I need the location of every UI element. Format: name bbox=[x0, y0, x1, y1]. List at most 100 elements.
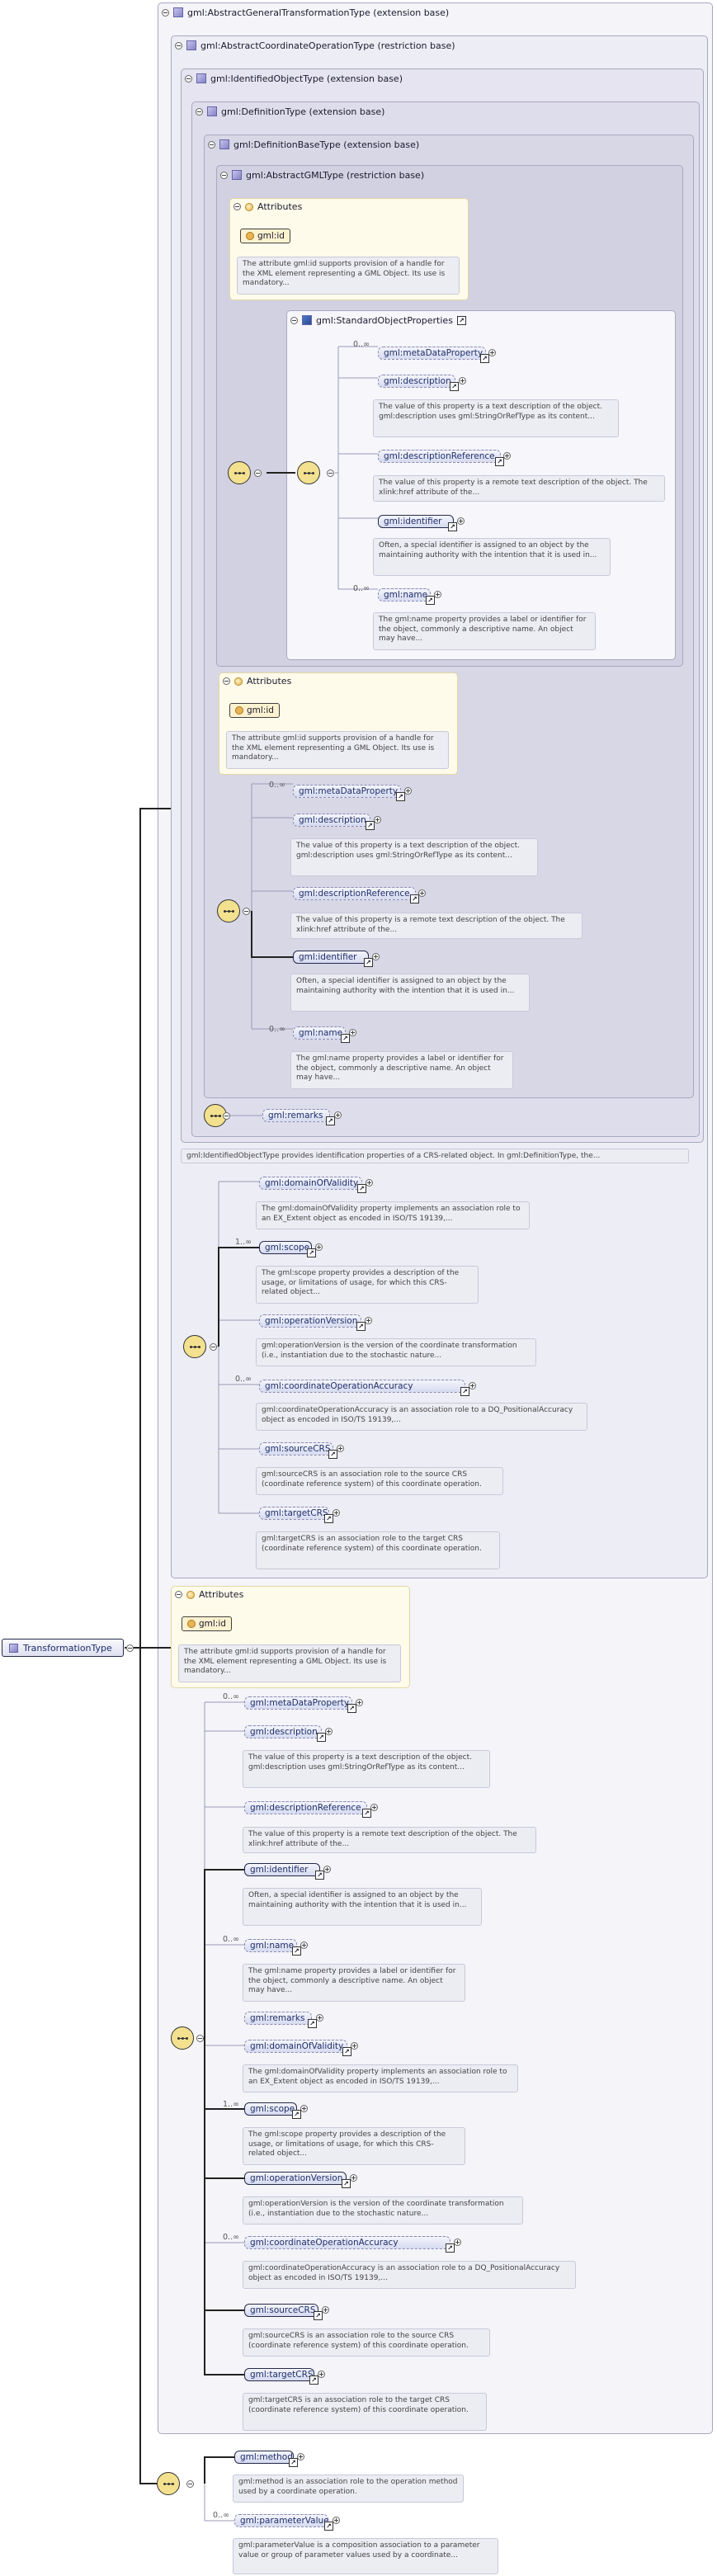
element-identifier[interactable]: gml:identifier bbox=[244, 1863, 320, 1876]
element-name[interactable]: gml:name bbox=[244, 1939, 297, 1952]
collapse-toggle-icon[interactable] bbox=[175, 1591, 182, 1598]
element-name[interactable]: gml:name bbox=[378, 588, 431, 602]
element-identifier[interactable]: gml:identifier bbox=[293, 951, 369, 964]
link-arrow-icon[interactable]: ↗ bbox=[450, 382, 459, 391]
expand-toggle-icon[interactable] bbox=[337, 1445, 344, 1452]
link-arrow-icon[interactable]: ↗ bbox=[342, 2047, 351, 2056]
expand-toggle-icon[interactable] bbox=[316, 2014, 323, 2022]
link-arrow-icon[interactable]: ↗ bbox=[328, 1450, 337, 1459]
element-domainOfValidity[interactable]: gml:domainOfValidity bbox=[244, 2040, 347, 2053]
link-arrow-icon[interactable]: ↗ bbox=[308, 2019, 317, 2028]
expand-toggle-icon[interactable] bbox=[503, 452, 511, 460]
link-arrow-icon[interactable]: ↗ bbox=[448, 522, 457, 531]
attributes-header[interactable]: Attributes bbox=[175, 1589, 243, 1600]
element-coordinateOperationAccuracy[interactable]: gml:coordinateOperationAccuracy bbox=[259, 1380, 465, 1393]
expand-toggle-icon[interactable] bbox=[300, 1941, 308, 1949]
link-arrow-icon[interactable]: ↗ bbox=[460, 1387, 469, 1396]
expand-toggle-icon[interactable] bbox=[356, 1699, 363, 1706]
expand-toggle-icon[interactable] bbox=[459, 377, 466, 385]
expand-toggle-icon[interactable] bbox=[323, 1866, 331, 1873]
sequence-icon[interactable] bbox=[228, 461, 251, 484]
attribute-gml-id[interactable]: gml:id bbox=[229, 703, 280, 718]
link-arrow-icon[interactable]: ↗ bbox=[426, 596, 435, 605]
collapse-toggle-icon[interactable] bbox=[290, 316, 298, 324]
box-header[interactable]: gml:IdentifiedObjectType (extension base… bbox=[185, 72, 403, 85]
element-metaDataProperty[interactable]: gml:metaDataProperty bbox=[293, 785, 401, 798]
element-description[interactable]: gml:description bbox=[244, 1725, 322, 1739]
expand-toggle-icon[interactable] bbox=[300, 2105, 308, 2112]
box-header[interactable]: gml:AbstractGeneralTransformationType (e… bbox=[162, 6, 449, 19]
expand-toggle-icon[interactable] bbox=[315, 1243, 323, 1251]
sequence-icon[interactable] bbox=[171, 2026, 194, 2050]
expand-toggle-icon[interactable] bbox=[404, 787, 412, 795]
expand-toggle-icon[interactable] bbox=[366, 1179, 373, 1187]
box-header[interactable]: gml:DefinitionType (extension base) bbox=[196, 105, 384, 118]
sequence-icon[interactable] bbox=[297, 461, 320, 484]
box-header[interactable]: gml:DefinitionBaseType (extension base) bbox=[208, 138, 419, 151]
collapse-toggle-icon[interactable] bbox=[233, 203, 241, 210]
link-arrow-icon[interactable]: ↗ bbox=[315, 1871, 324, 1880]
element-identifier[interactable]: gml:identifier bbox=[378, 515, 454, 528]
sequence-icon[interactable] bbox=[217, 899, 240, 922]
collapse-toggle-icon[interactable] bbox=[243, 908, 250, 915]
collapse-toggle-icon[interactable] bbox=[210, 1343, 217, 1351]
collapse-toggle-icon[interactable] bbox=[327, 469, 334, 477]
expand-toggle-icon[interactable] bbox=[488, 349, 496, 356]
expand-toggle-icon[interactable] bbox=[333, 1509, 340, 1517]
link-arrow-icon[interactable]: ↗ bbox=[396, 792, 405, 801]
link-arrow-icon[interactable]: ↗ bbox=[456, 315, 466, 325]
element-sourceCRS[interactable]: gml:sourceCRS bbox=[244, 2304, 318, 2317]
element-coordinateOperationAccuracy[interactable]: gml:coordinateOperationAccuracy bbox=[244, 2236, 450, 2249]
expand-toggle-icon[interactable] bbox=[370, 1804, 378, 1811]
collapse-toggle-icon[interactable] bbox=[126, 1644, 134, 1652]
collapse-toggle-icon[interactable] bbox=[185, 74, 192, 83]
expand-toggle-icon[interactable] bbox=[350, 2174, 357, 2182]
expand-toggle-icon[interactable] bbox=[418, 889, 426, 897]
expand-toggle-icon[interactable] bbox=[434, 591, 441, 598]
collapse-toggle-icon[interactable] bbox=[186, 2480, 194, 2488]
sequence-icon[interactable] bbox=[183, 1335, 206, 1358]
link-arrow-icon[interactable]: ↗ bbox=[356, 1322, 366, 1331]
box-header[interactable]: gml:AbstractCoordinateOperationType (res… bbox=[175, 39, 455, 52]
expand-toggle-icon[interactable] bbox=[318, 2371, 325, 2378]
box-header[interactable]: gml:StandardObjectProperties↗ bbox=[290, 314, 466, 327]
attributes-header[interactable]: Attributes bbox=[233, 201, 302, 212]
link-arrow-icon[interactable]: ↗ bbox=[362, 1809, 371, 1818]
link-arrow-icon[interactable]: ↗ bbox=[341, 1034, 350, 1043]
link-arrow-icon[interactable]: ↗ bbox=[317, 1733, 326, 1742]
expand-toggle-icon[interactable] bbox=[372, 953, 380, 960]
root-element-transformation-type[interactable]: TransformationType bbox=[2, 1639, 124, 1657]
link-arrow-icon[interactable]: ↗ bbox=[292, 2110, 301, 2119]
element-description[interactable]: gml:description bbox=[378, 375, 455, 388]
element-name[interactable]: gml:name bbox=[293, 1026, 346, 1040]
link-arrow-icon[interactable]: ↗ bbox=[446, 2243, 455, 2253]
element-descriptionReference[interactable]: gml:descriptionReference bbox=[244, 1801, 367, 1814]
box-header[interactable]: gml:AbstractGMLType (restriction base) bbox=[220, 168, 424, 182]
link-arrow-icon[interactable]: ↗ bbox=[307, 1248, 316, 1257]
element-operationVersion[interactable]: gml:operationVersion bbox=[244, 2172, 347, 2185]
collapse-toggle-icon[interactable] bbox=[223, 1112, 230, 1120]
element-method[interactable]: gml:method bbox=[234, 2451, 294, 2464]
attributes-header[interactable]: Attributes bbox=[223, 676, 291, 686]
link-arrow-icon[interactable]: ↗ bbox=[314, 2311, 323, 2320]
expand-toggle-icon[interactable] bbox=[365, 1317, 372, 1324]
element-targetCRS[interactable]: gml:targetCRS bbox=[259, 1507, 329, 1520]
expand-toggle-icon[interactable] bbox=[297, 2453, 304, 2460]
element-targetCRS[interactable]: gml:targetCRS bbox=[244, 2368, 314, 2381]
element-remarks[interactable]: gml:remarks bbox=[262, 1109, 330, 1122]
element-remarks[interactable]: gml:remarks bbox=[244, 2012, 312, 2025]
expand-toggle-icon[interactable] bbox=[469, 1382, 476, 1389]
link-arrow-icon[interactable]: ↗ bbox=[342, 2179, 351, 2188]
element-sourceCRS[interactable]: gml:sourceCRS bbox=[259, 1442, 333, 1455]
link-arrow-icon[interactable]: ↗ bbox=[324, 1514, 333, 1523]
element-parameterValue[interactable]: gml:parameterValue bbox=[234, 2514, 329, 2527]
link-arrow-icon[interactable]: ↗ bbox=[357, 1184, 366, 1193]
link-arrow-icon[interactable]: ↗ bbox=[289, 2458, 298, 2467]
element-domainOfValidity[interactable]: gml:domainOfValidity bbox=[259, 1177, 362, 1190]
expand-toggle-icon[interactable] bbox=[457, 517, 465, 525]
collapse-toggle-icon[interactable] bbox=[220, 171, 228, 179]
element-metaDataProperty[interactable]: gml:metaDataProperty bbox=[378, 347, 486, 360]
link-arrow-icon[interactable]: ↗ bbox=[480, 354, 489, 363]
expand-toggle-icon[interactable] bbox=[349, 1029, 356, 1036]
collapse-toggle-icon[interactable] bbox=[223, 677, 230, 685]
